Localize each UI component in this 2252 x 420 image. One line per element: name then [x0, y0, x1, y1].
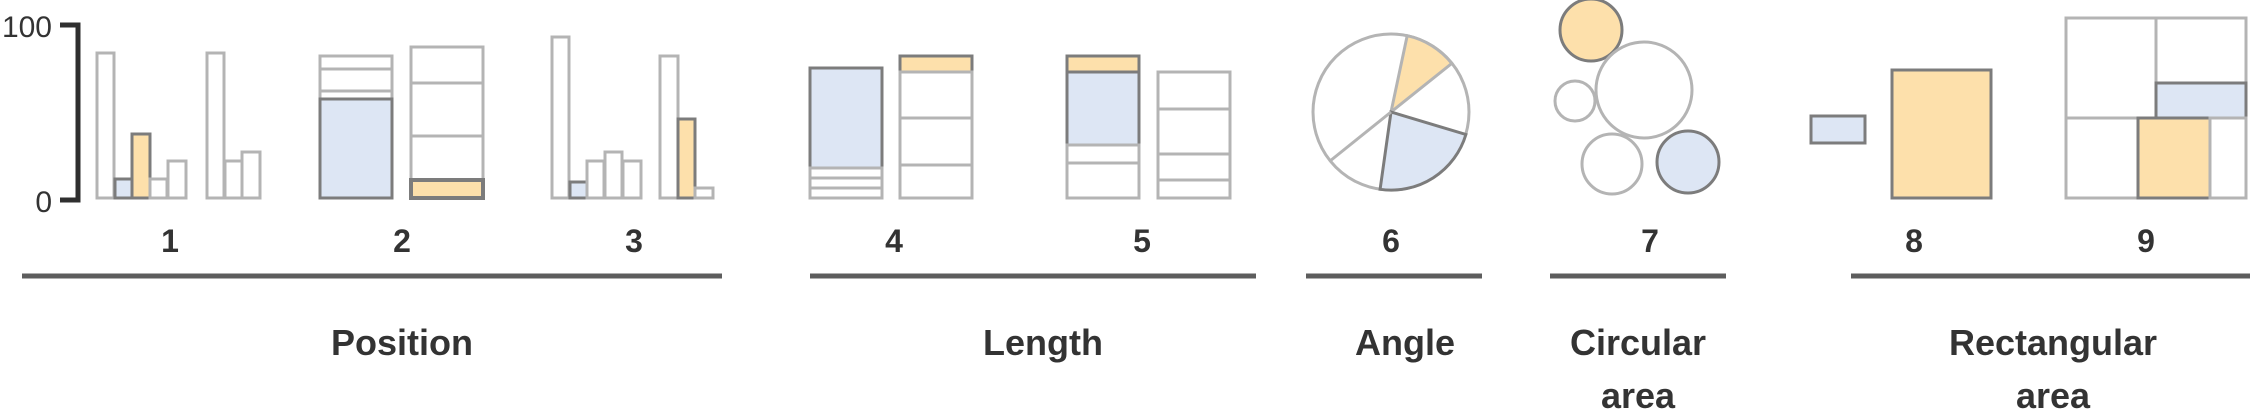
bar	[621, 159, 643, 200]
group-label-circular-line2: area	[1601, 375, 1676, 416]
circle-highlight-blue	[1655, 129, 1721, 195]
panel-9-treemap	[2064, 16, 2248, 200]
bar	[550, 35, 571, 200]
panel-8-rectangle-area	[1809, 68, 1993, 200]
group-label-rectangular-line1: Rectangular	[1949, 322, 2157, 363]
bar-highlight-blue	[568, 180, 589, 200]
pie-slice-blue	[1378, 110, 1468, 192]
group-labels: Position Length Angle Circular area Rect…	[331, 322, 2157, 416]
treemap-cell	[2208, 116, 2248, 200]
segment	[1156, 178, 1232, 200]
item-label-5: 5	[1133, 223, 1151, 259]
bar-highlight-orange	[676, 117, 697, 200]
bar	[658, 54, 680, 200]
item-label-3: 3	[625, 223, 643, 259]
item-label-4: 4	[885, 223, 903, 259]
panel-2-stacked-position	[318, 45, 485, 200]
circle	[1553, 79, 1597, 123]
item-labels: 1 2 3 4 5 6 7 8 9	[161, 223, 2155, 259]
circle	[1594, 40, 1694, 140]
panel-4-length-stacked	[808, 54, 974, 200]
bar	[693, 186, 715, 200]
treemap-cell	[2154, 16, 2248, 85]
treemap-cell-highlight-orange	[2136, 116, 2212, 200]
group-label-length: Length	[983, 322, 1103, 363]
panel-6-angle-pie	[1311, 32, 1471, 192]
segment	[808, 186, 884, 200]
bar	[148, 177, 169, 200]
panel-1-position-bars	[95, 51, 262, 200]
group-label-angle: Angle	[1355, 322, 1455, 363]
axis-min-label: 0	[35, 186, 52, 219]
group-label-rectangular-line2: area	[2016, 375, 2091, 416]
group-label-circular-line1: Circular	[1570, 322, 1706, 363]
stack-top	[318, 54, 394, 71]
bar	[603, 150, 624, 200]
stack-seg	[409, 81, 485, 138]
circle-highlight-orange	[1558, 0, 1624, 63]
bracket-line	[60, 22, 81, 203]
segment	[1156, 70, 1232, 111]
panel-3-position-bars	[550, 35, 715, 200]
pie-divider	[1329, 110, 1392, 163]
segment	[1065, 143, 1141, 165]
rect-highlight-orange	[1890, 68, 1993, 200]
treemap-cell	[2064, 116, 2140, 200]
treemap-cell-highlight-blue	[2154, 81, 2248, 120]
bar	[223, 159, 244, 200]
segment	[1156, 152, 1232, 182]
stack-highlight-blue	[318, 97, 394, 200]
item-label-7: 7	[1641, 223, 1659, 259]
item-label-2: 2	[393, 223, 411, 259]
panel-5-length-stacked	[1065, 54, 1232, 200]
bar	[240, 150, 262, 200]
bar	[585, 159, 606, 200]
pie-slice-orange	[1388, 33, 1454, 116]
bar-highlight-orange	[130, 132, 152, 200]
segment-highlight-orange	[1065, 54, 1141, 74]
circle	[1580, 132, 1644, 196]
stack-seg	[318, 67, 394, 93]
treemap-cell	[2064, 16, 2158, 120]
bar-highlight-blue	[113, 177, 134, 200]
item-label-8: 8	[1905, 223, 1923, 259]
bar	[166, 159, 188, 200]
bar	[205, 51, 226, 200]
segment-highlight-blue	[808, 66, 884, 170]
item-label-6: 6	[1382, 223, 1400, 259]
item-label-9: 9	[2137, 223, 2155, 259]
group-label-position: Position	[331, 322, 473, 363]
segment	[898, 163, 974, 200]
item-label-1: 1	[161, 223, 179, 259]
segment	[1065, 161, 1141, 200]
segment	[898, 116, 974, 167]
bar	[95, 51, 116, 200]
y-axis-bracket: 100 0	[2, 11, 81, 219]
axis-max-label: 100	[2, 11, 52, 44]
stack-seg	[409, 45, 485, 85]
stack-highlight-orange	[409, 178, 485, 200]
segment-highlight-orange	[898, 54, 974, 74]
segment	[1156, 107, 1232, 156]
panel-7-circle-area	[1553, 0, 1721, 196]
rect-highlight-blue	[1809, 114, 1867, 145]
segment	[898, 70, 974, 120]
segment-highlight-blue	[1065, 70, 1141, 147]
stack-seg	[409, 134, 485, 182]
